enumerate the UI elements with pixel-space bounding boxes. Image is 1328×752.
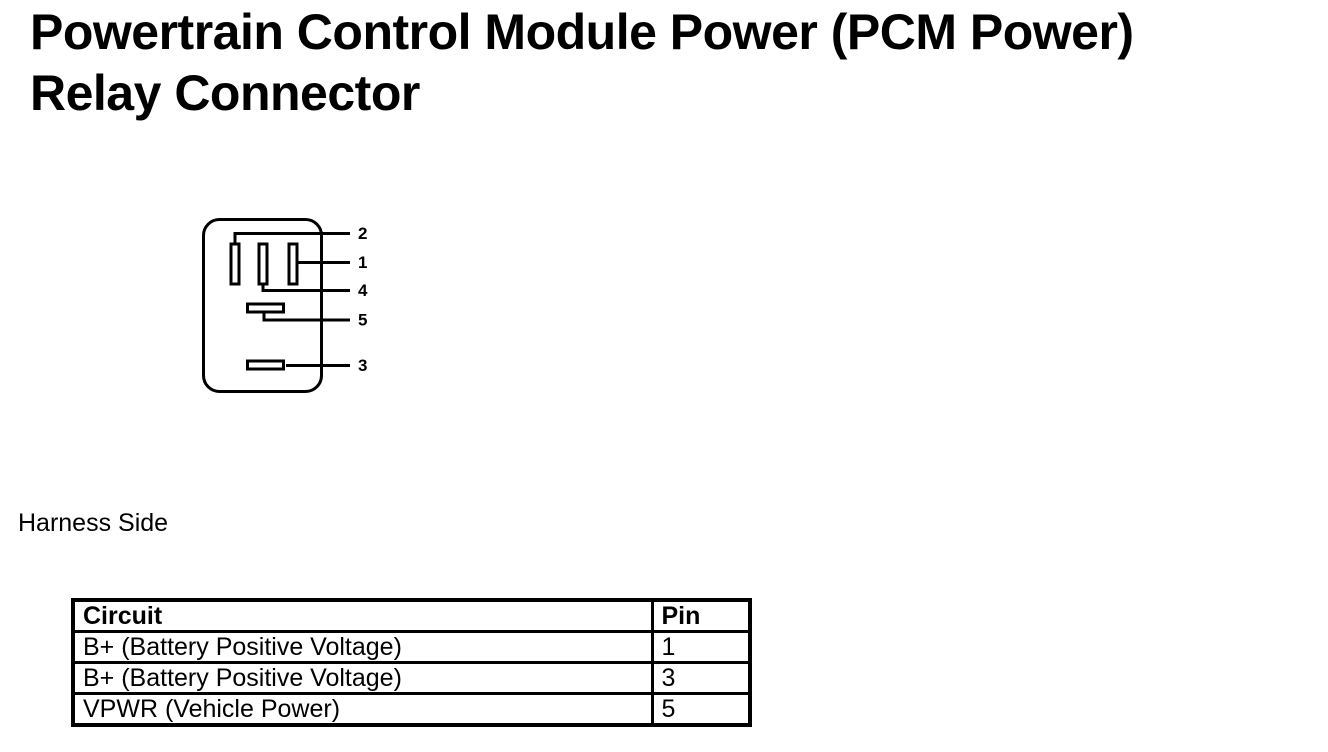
pin-cell: 1 — [650, 630, 752, 664]
harness-side-caption: Harness Side — [18, 509, 169, 537]
terminal-slot-pin-2 — [229, 242, 241, 286]
table-row: VPWR (Vehicle Power) 5 — [71, 692, 752, 727]
leader-line-pin-4 — [261, 282, 350, 292]
pin-cell: 3 — [650, 661, 752, 695]
pin-cell: 5 — [650, 692, 752, 727]
pin-label-2: 2 — [358, 224, 367, 243]
column-header-pin: Pin — [650, 598, 752, 633]
page-title-line-1: Powertrain Control Module Power (PCM Pow… — [30, 4, 1134, 60]
pin-label-1: 1 — [358, 253, 367, 272]
pin-label-4: 4 — [358, 281, 368, 300]
page-title-line-2: Relay Connector — [30, 65, 420, 121]
circuit-cell: VPWR (Vehicle Power) — [71, 692, 654, 727]
leader-line-pin-5 — [262, 311, 350, 322]
table-row: B+ (Battery Positive Voltage) 3 — [71, 661, 752, 695]
table-row: B+ (Battery Positive Voltage) 1 — [71, 630, 752, 664]
circuit-cell: B+ (Battery Positive Voltage) — [71, 630, 654, 664]
terminal-slot-pin-4 — [257, 242, 269, 286]
connector-body-outline — [202, 218, 323, 393]
table-header-row: Circuit Pin — [71, 598, 752, 633]
pin-label-3: 3 — [358, 356, 367, 375]
terminal-slot-pin-5 — [246, 302, 285, 314]
terminal-slot-pin-3 — [246, 359, 285, 371]
circuit-pin-table: Circuit Pin B+ (Battery Positive Voltage… — [71, 598, 752, 727]
pin-label-5: 5 — [358, 311, 367, 330]
circuit-cell: B+ (Battery Positive Voltage) — [71, 661, 654, 695]
column-header-circuit: Circuit — [71, 598, 654, 633]
terminal-slot-pin-1 — [287, 242, 299, 286]
leader-line-pin-2 — [233, 232, 350, 246]
page-title: Powertrain Control Module Power (PCM Pow… — [30, 2, 1134, 124]
relay-connector-diagram: 2 1 4 5 3 — [202, 218, 368, 393]
